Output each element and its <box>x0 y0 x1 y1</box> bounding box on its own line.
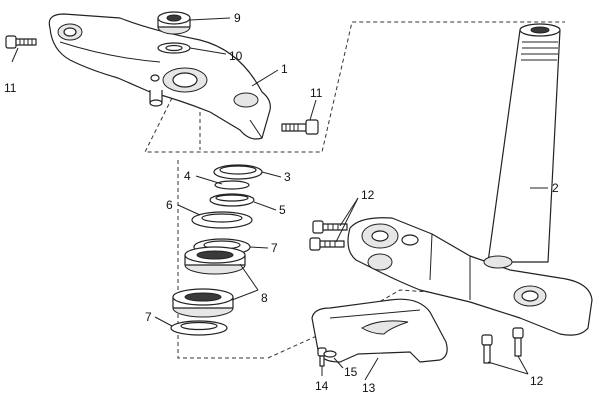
callout-13: 13 <box>362 381 376 395</box>
steering-stem <box>487 23 561 263</box>
clamp-bolt-upper <box>312 220 348 234</box>
callout-4: 4 <box>184 169 191 183</box>
callout-15: 15 <box>344 365 358 379</box>
lock-washer <box>214 180 250 190</box>
clamp-bolt-lower <box>309 237 345 251</box>
callout-14: 14 <box>315 379 329 393</box>
top-washer <box>157 42 191 54</box>
callout-9: 9 <box>234 11 241 25</box>
callout-12-upper: 12 <box>361 188 375 202</box>
steering-nut <box>157 11 191 35</box>
adjuster-ring <box>213 164 263 180</box>
callout-10: 10 <box>229 49 243 63</box>
leader-lines <box>11 17 548 381</box>
lower-triple-clamp <box>347 217 593 336</box>
bolt-left <box>5 35 37 49</box>
callout-1: 1 <box>281 62 288 76</box>
cover-plate <box>311 298 448 363</box>
dust-seal <box>191 211 253 229</box>
callout-5: 5 <box>279 203 286 217</box>
callout-6: 6 <box>166 198 173 212</box>
callout-11-right: 11 <box>310 86 323 100</box>
callout-8: 8 <box>261 291 268 305</box>
cover-washer <box>323 350 337 358</box>
bolt-right <box>281 119 319 135</box>
lower-ring <box>209 193 255 207</box>
upper-bearing <box>184 246 246 275</box>
callout-11-left: 11 <box>4 81 17 95</box>
upper-triple-clamp <box>48 13 271 140</box>
callout-7-lower: 7 <box>145 310 152 324</box>
lower-bearing-race <box>170 320 228 336</box>
callout-3: 3 <box>284 170 291 184</box>
callout-2: 2 <box>552 181 559 195</box>
callout-labels: 11 9 10 1 11 2 3 4 5 6 7 8 7 12 12 13 14… <box>4 11 559 395</box>
callout-7-upper: 7 <box>271 241 278 255</box>
clamp-bolt-bottom-right <box>512 327 524 357</box>
clamp-bolt-bottom-left <box>481 334 493 364</box>
lower-bearing <box>172 288 234 318</box>
callout-12-lower: 12 <box>530 374 544 388</box>
